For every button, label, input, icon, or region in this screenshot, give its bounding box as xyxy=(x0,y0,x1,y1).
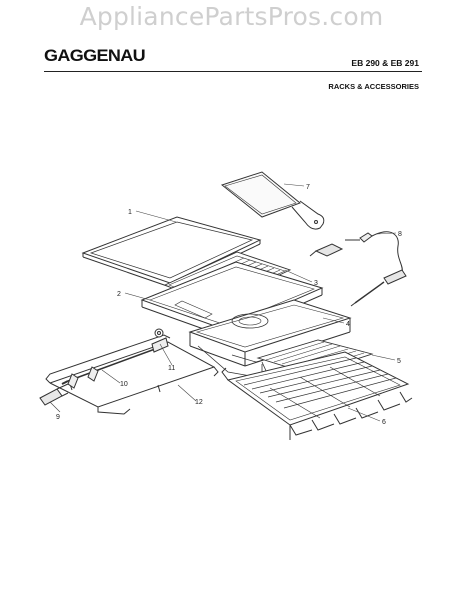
watermark: AppliancePartsPros.com xyxy=(79,2,384,31)
callout-4: 4 xyxy=(346,321,350,328)
part-11-spit-fork xyxy=(151,328,169,353)
callout-5: 5 xyxy=(397,358,401,365)
brand-logo: GAGGENAU xyxy=(44,46,146,65)
part-4-broiler-pan xyxy=(188,299,352,379)
callout-8: 8 xyxy=(398,231,402,238)
callout-1: 1 xyxy=(128,209,132,216)
part-8-thermometer-probe xyxy=(309,231,407,307)
part-6-wire-shelf xyxy=(221,351,413,440)
part-7-pizza-paddle xyxy=(220,171,325,230)
section-title: RACKS & ACCESSORIES xyxy=(328,82,419,91)
callout-3: 3 xyxy=(314,280,318,287)
callout-7: 7 xyxy=(306,184,310,191)
callout-2: 2 xyxy=(117,291,121,298)
callout-10: 10 xyxy=(120,381,128,388)
header-rule xyxy=(44,71,422,72)
callout-6: 6 xyxy=(382,419,386,426)
part-9-spit-handle xyxy=(39,383,69,406)
part-12-side-rack xyxy=(45,334,219,415)
callout-12: 12 xyxy=(195,399,203,406)
model-number: EB 290 & EB 291 xyxy=(351,58,419,68)
callout-11: 11 xyxy=(168,365,175,372)
callout-leaders xyxy=(49,183,397,422)
part-10-rotisserie-spit xyxy=(61,344,167,389)
callout-numbers: 1 2 3 4 5 6 7 8 9 10 11 12 xyxy=(56,184,402,426)
callout-9: 9 xyxy=(56,414,60,421)
